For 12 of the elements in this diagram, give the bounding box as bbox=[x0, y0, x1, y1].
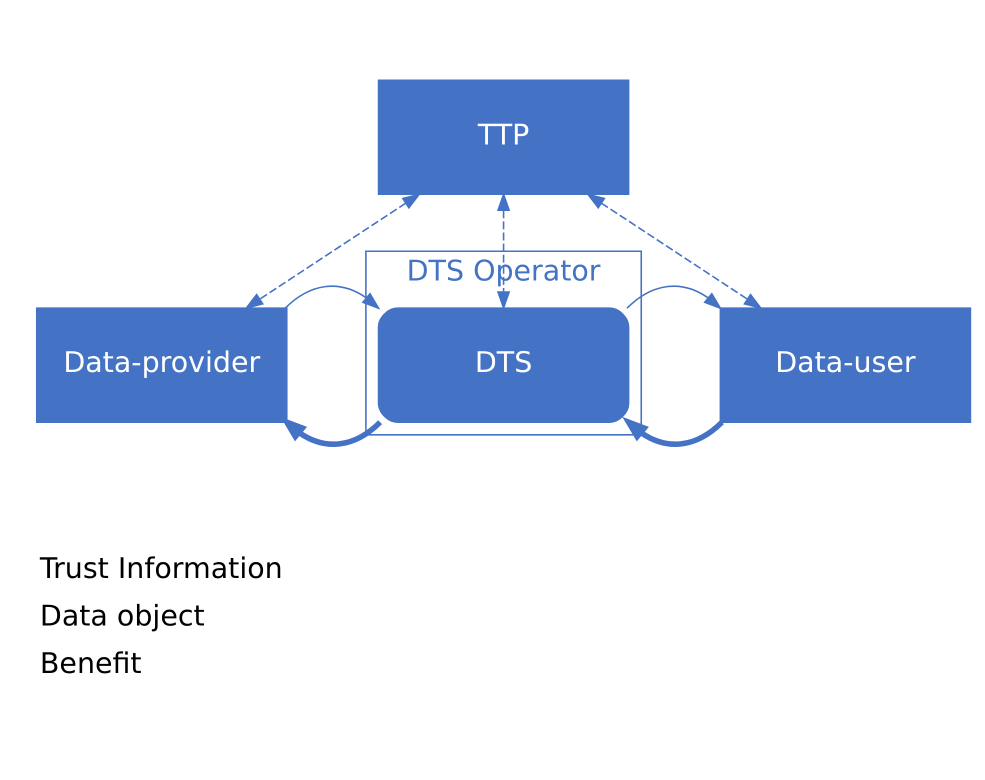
arrow bbox=[244, 192, 422, 309]
node-box: DTS bbox=[378, 306, 630, 422]
node-box: Data-user bbox=[720, 306, 972, 422]
arrow bbox=[284, 284, 380, 310]
node-box: TTP bbox=[378, 79, 630, 195]
arrow bbox=[626, 284, 722, 310]
legend-label: Trust Information bbox=[40, 551, 283, 584]
node-box: Data-provider bbox=[36, 306, 288, 422]
arrow bbox=[622, 416, 724, 446]
legend-label: Data object bbox=[40, 598, 205, 632]
arrow bbox=[586, 192, 763, 309]
legend-label: Benefit bbox=[40, 646, 142, 680]
